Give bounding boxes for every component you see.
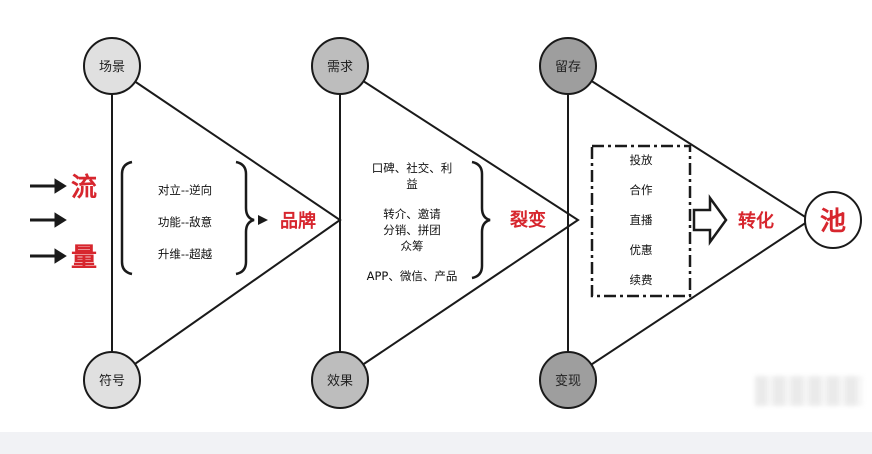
section-2-item-2-line-2: 分销、拼团 [383,223,441,237]
node-scene: 场景 [83,37,141,95]
node-retention-circle [539,37,597,95]
input-arrow-2-head [54,212,67,228]
node-demand-label: 需求 [327,60,353,75]
node-retention: 留存 [539,37,597,95]
node-symbol-circle [83,351,141,409]
section-2-item-3-line-1: APP、微信、产品 [367,269,458,283]
node-scene-circle [83,37,141,95]
section-3-channel-box [590,144,692,298]
footer-band [0,432,872,454]
input-arrow-3-head [54,248,67,264]
node-symbol-label: 符号 [99,373,125,389]
node-effect-label: 效果 [327,374,353,389]
section-1-item-1: 对立--逆向 [158,183,212,197]
node-monetize: 变现 [539,351,597,409]
section-3-item-2: 合作 [630,183,653,197]
node-effect-circle [311,351,369,409]
node-symbol: 符号 [83,351,141,409]
output-conversion: 转化 [738,210,774,232]
hollow-arrow-icon [692,194,728,246]
traffic-label-line2: 量 [71,243,97,273]
section-2-item-1-line-1: 口碑、社交、利 [372,161,453,175]
node-demand: 需求 [311,37,369,95]
section-1-item-3: 升维--超越 [158,247,213,261]
input-arrows [30,178,67,264]
section-1-left-bracket [120,160,133,276]
watermark [755,376,863,406]
section-2-item-2-line-1: 转介、邀请 [383,207,441,221]
funnel-triangle-1 [111,64,342,382]
section-2-item-1-line-2: 益 [406,177,418,191]
section-2-right-brace [471,160,491,280]
funnel-flow-diagram: 流 量 对立--逆向 功能--敌意 升维--超越 品牌 口碑、社交、利 益 转介… [30,37,862,409]
section-2-item-2-line-3: 众筹 [401,239,424,253]
funnel-triangle-2 [339,64,580,382]
node-monetize-label: 变现 [555,373,581,389]
output-brand: 品牌 [280,210,316,232]
traffic-label-line1: 流 [71,173,97,203]
funnel-triangle-3 [567,64,812,382]
section-3-item-4: 优惠 [630,243,653,257]
section-3-item-1: 投放 [630,153,653,167]
pool-node-label: 池 [820,207,846,237]
node-demand-circle [311,37,369,95]
output-fission: 裂变 [509,209,546,231]
section-1-item-2: 功能--敌意 [158,215,212,229]
input-arrow-1-head [54,178,67,194]
node-retention-label: 留存 [555,60,581,75]
node-scene-label: 场景 [99,60,125,75]
pool-node [804,191,862,249]
section-1-right-brace [235,160,255,276]
section-3-item-3: 直播 [630,213,653,227]
section-3-item-5: 续费 [630,273,653,287]
node-monetize-circle [539,351,597,409]
brand-pointer [258,215,268,225]
node-effect: 效果 [311,351,369,409]
